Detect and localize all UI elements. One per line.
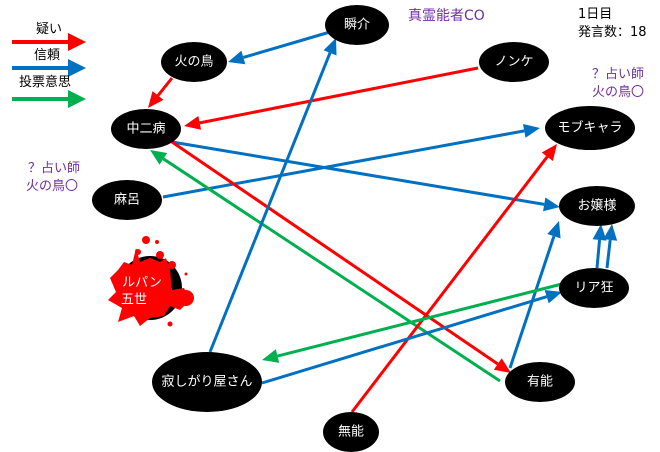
edge-trust-riakyou-to-ojousama	[603, 224, 618, 269]
edges	[148, 30, 618, 413]
edge-trust-riakyou-to-ojousama	[592, 224, 607, 269]
mob-note-1: ？占い師	[592, 67, 645, 82]
node-label: 有能	[527, 375, 553, 390]
node-hinotori[interactable]: 火の鳥	[161, 42, 227, 82]
edge-trust-sabishigariya-to-shunsuke	[208, 38, 337, 353]
node-label: ノンケ	[494, 55, 533, 70]
node-riakyou[interactable]: リア狂	[559, 268, 629, 308]
node-label: リア狂	[574, 281, 613, 296]
legend-arrow-trust	[12, 59, 86, 77]
node-sabishigariya[interactable]: 寂しがり屋さん	[152, 352, 262, 412]
edge-trust-chuunibyou-to-ojousama	[171, 140, 560, 212]
node-label: 中二病	[126, 122, 165, 137]
legend-label-trust: 信頼	[34, 48, 61, 63]
legend-label-suspect: 疑い	[36, 22, 63, 37]
node-yuunou[interactable]: 有能	[505, 362, 575, 402]
edge-trust-sabishigariya-to-riakyou	[261, 289, 562, 385]
edge-vote-riakyou-to-sabishigariya	[262, 282, 563, 363]
mob-note-2: 火の鳥〇	[592, 85, 645, 100]
legend-arrow-suspect	[12, 33, 86, 51]
shunsuke-co-note: 真霊能者CO	[408, 8, 485, 24]
node-chuunibyou[interactable]: 中二病	[111, 109, 181, 149]
dead-player-lupin: ルパン 五世	[108, 236, 194, 327]
edge-suspect-munou-to-mobchara	[350, 144, 557, 413]
maro-note-1: ？占い師	[28, 161, 81, 176]
node-label: 麻呂	[114, 193, 140, 208]
day-label: 1日目	[578, 7, 613, 22]
post-count: 発言数：18	[578, 25, 647, 40]
blood-splat-icon	[108, 248, 190, 326]
edge-trust-maro-to-mobchara	[162, 123, 540, 199]
edge-vote-yuunou-to-chuunibyou	[150, 150, 501, 383]
node-label: 寂しがり屋さん	[161, 374, 252, 390]
dead-label-2: 五世	[121, 293, 147, 308]
node-mobchara[interactable]: モブキャラ	[545, 106, 635, 150]
dead-label-1: ルパン	[122, 276, 162, 291]
node-label: 無能	[338, 425, 364, 440]
edge-suspect-hinotori-to-chuunibyou	[148, 77, 174, 108]
node-nonke[interactable]: ノンケ	[479, 42, 549, 82]
legend-arrows	[12, 33, 86, 108]
edge-trust-shunsuke-to-hinotori	[228, 30, 331, 65]
node-maro[interactable]: 麻呂	[92, 180, 162, 220]
node-munou[interactable]: 無能	[323, 412, 379, 452]
maro-note-2: 火の鳥〇	[26, 179, 79, 194]
edge-suspect-nonke-to-chuunibyou	[184, 66, 479, 130]
legend-arrow-vote	[12, 90, 86, 108]
legend-label-vote: 投票意思	[19, 75, 72, 90]
node-ojousama[interactable]: お嬢様	[559, 186, 635, 226]
node-label: 火の鳥	[174, 55, 213, 70]
node-shunsuke[interactable]: 瞬介	[325, 5, 389, 45]
node-label: モブキャラ	[557, 120, 622, 136]
node-label: 瞬介	[344, 18, 370, 33]
node-label: お嬢様	[577, 199, 616, 214]
